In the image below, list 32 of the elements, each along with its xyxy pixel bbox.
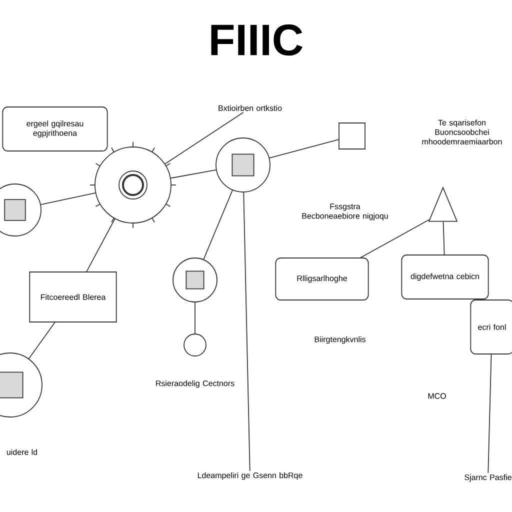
connector-line (40, 192, 96, 205)
connector-line (86, 218, 116, 272)
icon-shape (338, 122, 366, 150)
icon-circle (216, 138, 270, 192)
node-text: uidere ld (6, 449, 38, 455)
node-text: Biirgtengkvnlis (314, 336, 366, 344)
icon-circle (172, 258, 218, 302)
connector-line (360, 219, 430, 258)
connector-line (243, 192, 250, 472)
connector-line (28, 322, 56, 360)
node-text: Fssgstra Becboneaebiore nigjoqu (302, 204, 388, 220)
title: FIIIC (211, 24, 302, 56)
connector-line (203, 190, 233, 260)
connector-line (269, 139, 339, 158)
node-text: MCO (428, 393, 446, 399)
icon-circle (184, 334, 206, 356)
connector-line (194, 302, 196, 334)
node-text: Rsieraodelig Cectnors (156, 380, 234, 388)
connector-line (170, 169, 216, 179)
node-text: Bxtioirben ortkstio (218, 105, 282, 111)
connector-line (442, 221, 445, 255)
callout-box: ecri fonl (470, 300, 512, 354)
callout-box: Rlligsarlhoghe (275, 258, 369, 300)
callout-box: ergeel gqilresau egpjrithoena (2, 106, 108, 152)
node-text: Sjarnc Pasfie (464, 474, 512, 482)
connector-line (488, 354, 492, 474)
node-text: Ldeampeliri ge Gsenn bbRqe (198, 472, 302, 480)
node-text: Te sqarisefon Buoncsoobchei mhoodemraemiaarbon (422, 120, 502, 144)
connector-line (164, 112, 244, 164)
label-box: Fitcoereedl Blerea (29, 272, 117, 322)
callout-box: digdefwetna cebicn (401, 254, 489, 300)
gear-drawing (90, 142, 176, 228)
